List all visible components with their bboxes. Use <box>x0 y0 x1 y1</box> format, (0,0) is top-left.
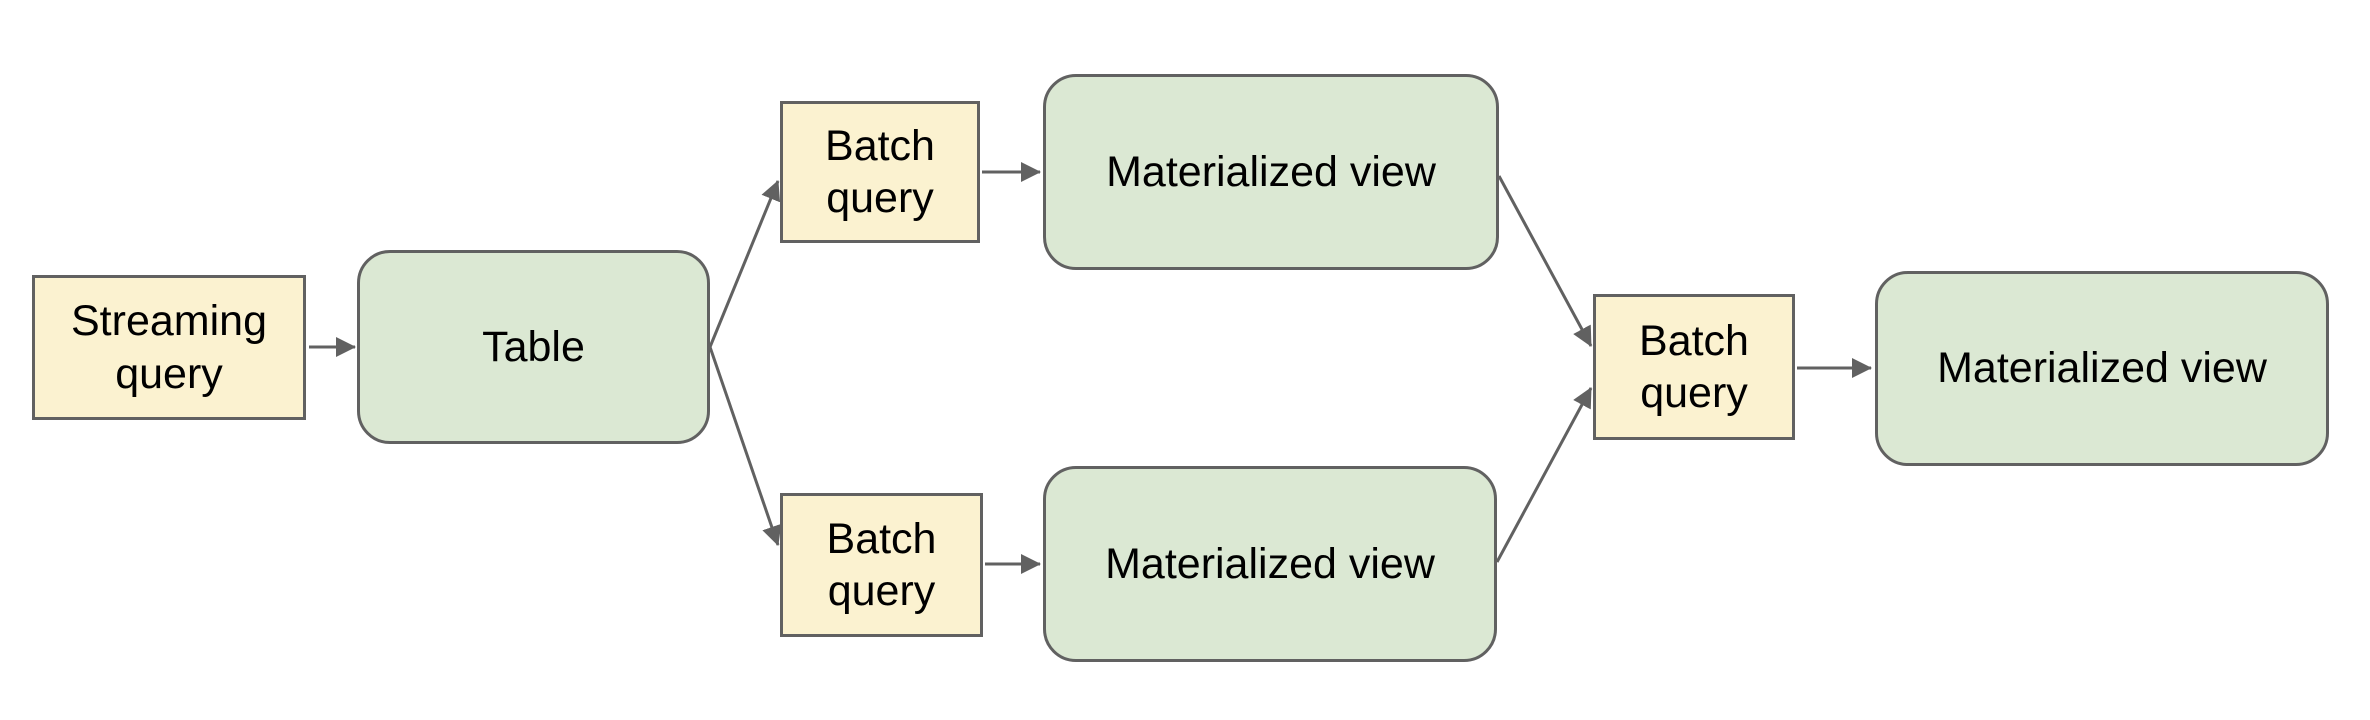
node-batch-query-bottom-label: Batch query <box>826 514 937 615</box>
arrow-table-to-batch-query-top <box>708 180 781 348</box>
node-streaming-query-label: Streaming query <box>71 297 267 398</box>
node-batch-query-bottom: Batch query <box>780 493 983 637</box>
node-materialized-view-top: Materialized view <box>1043 74 1499 270</box>
node-batch-query-top: Batch query <box>780 101 980 243</box>
node-table: Table <box>357 250 710 444</box>
node-table-label: Table <box>482 322 585 371</box>
node-materialized-view-bottom: Materialized view <box>1043 466 1497 662</box>
node-materialized-view-top-label: Materialized view <box>1106 147 1436 196</box>
node-batch-query-top-label: Batch query <box>825 121 935 222</box>
arrow-mv-top-to-batch-query-right <box>1497 175 1593 347</box>
node-batch-query-right: Batch query <box>1593 294 1795 440</box>
arrow-table-to-batch-query-bottom <box>708 346 782 546</box>
node-materialized-view-bottom-label: Materialized view <box>1105 539 1435 588</box>
node-materialized-view-right-label: Materialized view <box>1937 344 2267 393</box>
node-streaming-query: Streaming query <box>32 275 306 420</box>
arrow-mv-bottom-to-batch-query-right <box>1495 387 1593 563</box>
node-batch-query-right-label: Batch query <box>1639 316 1749 417</box>
node-materialized-view-right: Materialized view <box>1875 271 2329 466</box>
